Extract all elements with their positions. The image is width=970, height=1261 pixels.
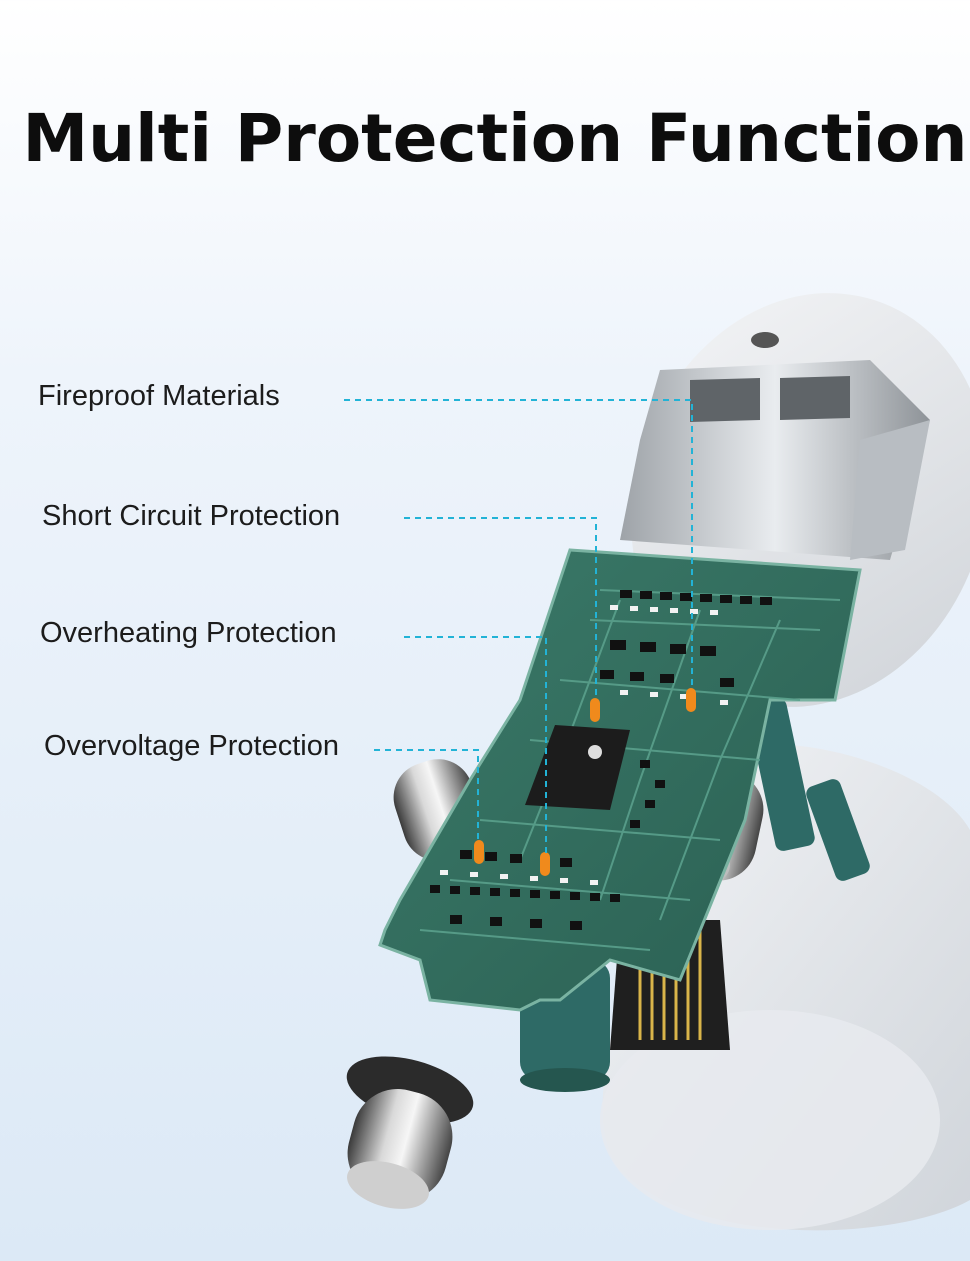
metal-tip-contact bbox=[346, 1056, 474, 1209]
leader-lines bbox=[344, 399, 693, 854]
indicator-overheating bbox=[540, 852, 550, 876]
leader-line-fireproof bbox=[344, 399, 693, 690]
main-chip bbox=[525, 725, 630, 810]
leader-line-overheating bbox=[404, 636, 547, 854]
usb-port bbox=[620, 360, 930, 560]
indicator-short-circuit bbox=[590, 698, 600, 722]
callout-fireproof-materials: Fireproof Materials bbox=[38, 380, 280, 412]
pcb-board bbox=[378, 548, 862, 1012]
protection-indicators bbox=[474, 688, 696, 876]
callout-overheating-protection: Overheating Protection bbox=[40, 617, 337, 649]
callout-short-circuit-protection: Short Circuit Protection bbox=[42, 500, 341, 532]
page-title: Multi Protection Function bbox=[22, 100, 968, 177]
indicator-overvoltage bbox=[474, 840, 484, 864]
callout-overvoltage-protection: Overvoltage Protection bbox=[44, 730, 339, 762]
indicator-fireproof bbox=[686, 688, 696, 712]
leader-line-overvoltage bbox=[374, 749, 479, 842]
leader-line-short-circuit bbox=[404, 517, 597, 700]
